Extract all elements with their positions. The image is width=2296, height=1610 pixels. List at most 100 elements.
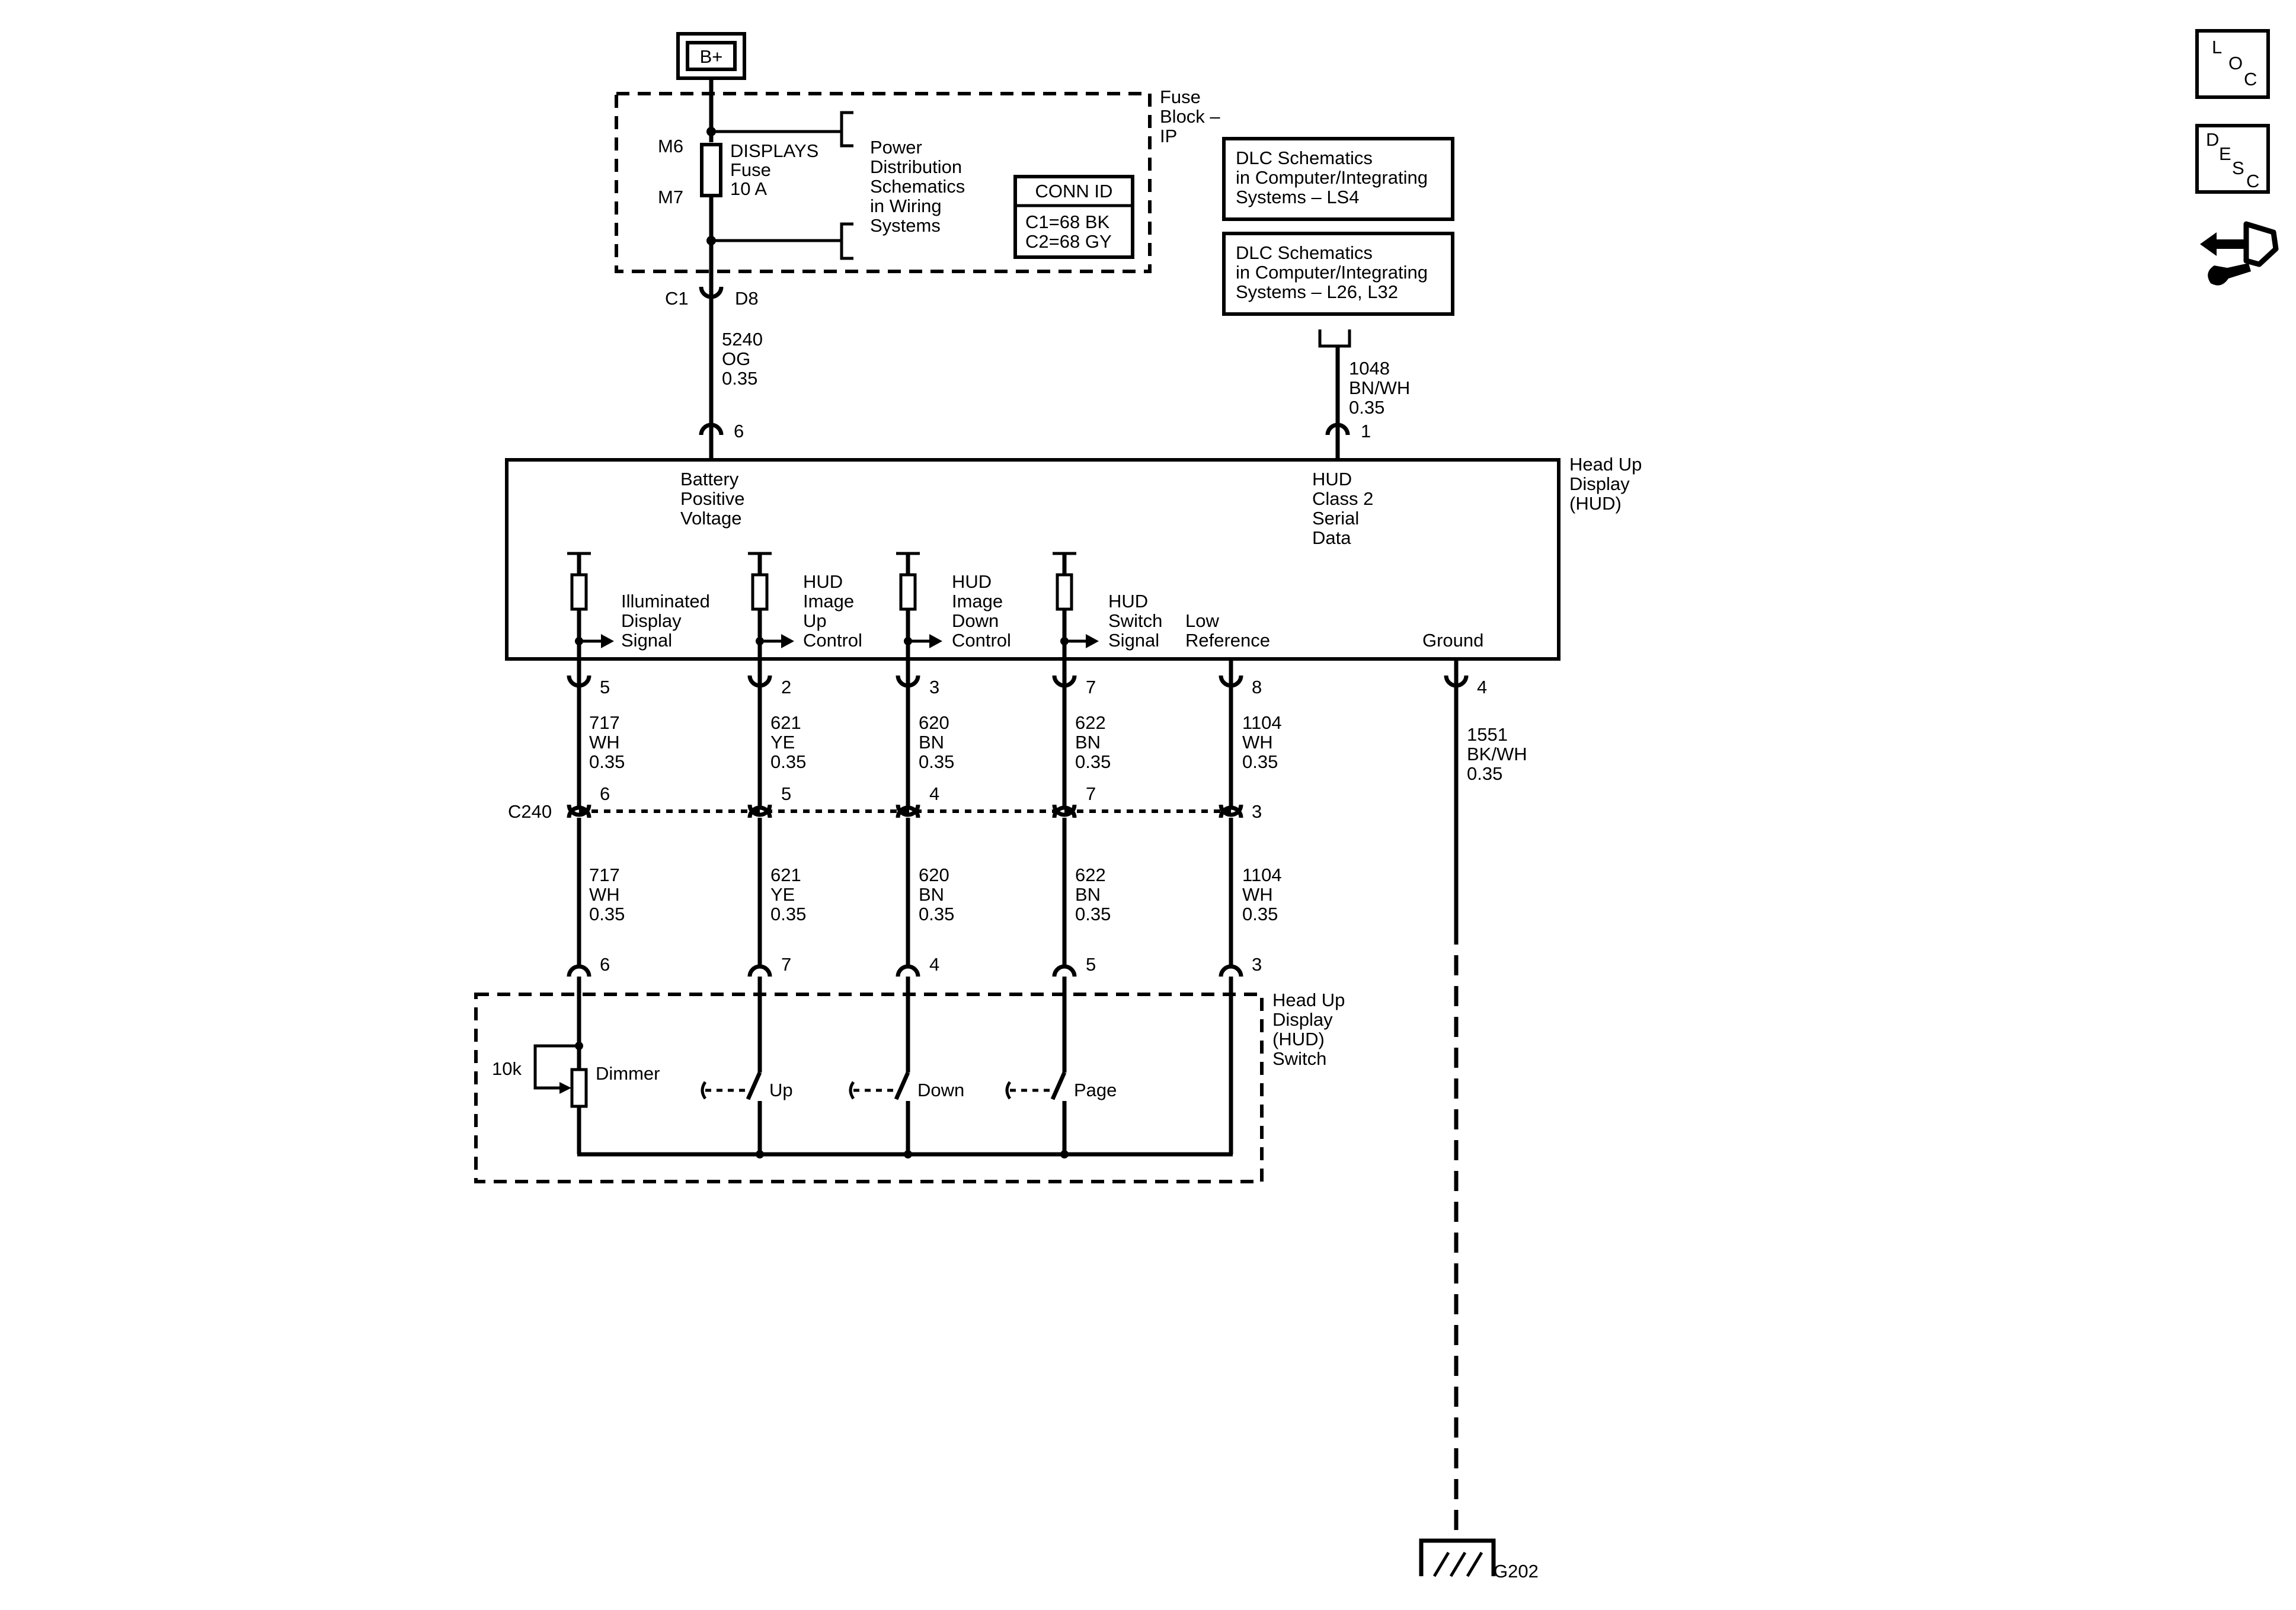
svg-text:HUD Image Down: HUD Image Down Control	[952, 571, 1011, 651]
wires-c240-to-switch	[577, 818, 1233, 966]
svg-text:Dimmer: Dimmer	[596, 1063, 660, 1084]
switch-page: Page	[1005, 1071, 1117, 1154]
switch-down: Down	[849, 1071, 964, 1154]
svg-text:S: S	[2232, 158, 2244, 178]
ground-label: Ground	[1422, 630, 1483, 651]
svg-text:C: C	[2244, 69, 2257, 89]
battery-positive-voltage-label: Battery Positive Voltage	[680, 469, 750, 529]
svg-text:6: 6	[734, 421, 744, 441]
svg-text:M7: M7	[658, 187, 683, 207]
svg-text:HUD Image Up: HUD Image Up Control	[803, 571, 862, 651]
loc-button[interactable]: L O C	[2195, 29, 2270, 99]
svg-text:7: 7	[1086, 783, 1096, 804]
conn-id-box: CONN ID C1=68 BK C2=68 GY	[1013, 175, 1134, 259]
ground-g202-icon	[1419, 1538, 1496, 1577]
svg-text:DLC Schematics in Comput: DLC Schematics in Computer/Integrating S…	[1236, 148, 1433, 207]
dlc-ref-l26-l32: DLC Schematics in Computer/Integrating S…	[1222, 232, 1454, 316]
hud-module: Head Up Display (HUD) Battery Positive V…	[505, 454, 1647, 661]
svg-text:C1=68 BK: C1=68 BK	[1025, 212, 1110, 232]
svg-text:C2=68 GY: C2=68 GY	[1025, 231, 1112, 252]
svg-text:4: 4	[929, 783, 939, 804]
connector-c1-d8: C1 D8	[665, 271, 759, 309]
hud-module-title: Head Up Display (HUD)	[1569, 454, 1647, 514]
svg-text:D: D	[2206, 129, 2219, 150]
svg-text:C: C	[2246, 171, 2259, 191]
switch-connector-pins: 6 7 4 5 3	[567, 954, 1262, 977]
svg-text:3: 3	[1252, 954, 1262, 975]
svg-text:5: 5	[781, 783, 791, 804]
svg-text:B+: B+	[700, 46, 723, 67]
hud-switch-title: Head Up Display (HUD) Switch	[1272, 990, 1350, 1069]
svg-text:10k: 10k	[492, 1058, 522, 1079]
svg-text:G202: G202	[1494, 1561, 1539, 1582]
power-distribution-ref: Power Distribution Schematics in Wiring …	[870, 137, 970, 236]
svg-text:D8: D8	[735, 288, 759, 309]
svg-text:1: 1	[1361, 421, 1371, 441]
switch-up: Up	[701, 1071, 793, 1154]
svg-text:Illuminated Display: Illuminated Display Signal	[621, 591, 715, 651]
dimmer-potentiometer: 10k Dimmer	[492, 1042, 660, 1108]
signal-switch: HUD Switch Signal	[1053, 552, 1168, 659]
svg-text:CONN ID: CONN ID	[1035, 181, 1113, 201]
signal-image-down: HUD Image Down Control	[896, 552, 1011, 659]
class2-serial-data-label: HUD Class 2 Serial Data	[1312, 469, 1379, 548]
svg-text:O: O	[2228, 53, 2243, 73]
battery-positive-source: B+	[676, 32, 746, 80]
svg-text:C1: C1	[665, 288, 689, 309]
hud-bottom-pins: 5 2 3 7 8 4	[567, 659, 1487, 697]
svg-text:E: E	[2219, 143, 2231, 164]
svg-text:M6: M6	[658, 136, 683, 156]
low-reference-label: Low Reference	[1185, 610, 1270, 651]
signal-illuminated-display: Illuminated Display Signal	[567, 552, 715, 659]
wrench-hand-icon[interactable]	[2200, 221, 2279, 286]
svg-text:4: 4	[929, 954, 939, 975]
c240-inline-connector: C240 6 5 4 7 3	[508, 783, 1262, 822]
svg-text:8: 8	[1252, 677, 1262, 697]
dlc-ref-ls4: DLC Schematics in Computer/Integrating S…	[1222, 137, 1454, 221]
svg-text:6: 6	[600, 783, 610, 804]
hud-pin-6-connector: 6	[699, 421, 744, 460]
ground-circuit: 1551 BK/WH 0.35 G202	[1419, 686, 1539, 1582]
displays-fuse	[700, 143, 722, 197]
signal-image-up: HUD Image Up Control	[748, 552, 862, 659]
svg-text:6: 6	[600, 954, 610, 975]
svg-text:HUD Switch Sig: HUD Switch Signal	[1108, 591, 1168, 651]
wire-1048-label: 1048 BN/WH 0.35	[1349, 358, 1415, 418]
svg-text:Page: Page	[1074, 1080, 1117, 1100]
desc-button[interactable]: D E S C	[2195, 124, 2270, 194]
hud-pin-1-connector: 1	[1325, 421, 1371, 460]
svg-text:Down: Down	[917, 1080, 964, 1100]
svg-text:3: 3	[929, 677, 939, 697]
svg-text:L: L	[2212, 37, 2222, 57]
svg-text:C240: C240	[508, 801, 552, 822]
svg-text:3: 3	[1252, 801, 1262, 822]
wire-5240-label: 5240 OG 0.35	[722, 329, 768, 389]
fuse-block-title: Fuse Block – IP	[1160, 87, 1225, 146]
svg-text:7: 7	[781, 954, 791, 975]
svg-text:Up: Up	[769, 1080, 793, 1100]
svg-text:1551 BK/WH 0.35: 1551 BK/WH 0.35	[1467, 724, 1532, 784]
wires-hud-to-c240	[577, 686, 1233, 806]
svg-text:4: 4	[1477, 677, 1487, 697]
svg-text:2: 2	[781, 677, 791, 697]
svg-text:7: 7	[1086, 677, 1096, 697]
svg-text:5: 5	[600, 677, 610, 697]
fuse-label: DISPLAYS Fuse 10 A	[730, 140, 824, 199]
fuse-block-ip: Fuse Block – IP M6 M7 DISPLAYS Fuse 10 A…	[615, 87, 1225, 273]
hud-switch-assembly: Head Up Display (HUD) Switch 10k Dimmer	[474, 977, 1350, 1183]
svg-text:5: 5	[1086, 954, 1096, 975]
svg-text:DLC Schematics in Comput: DLC Schematics in Computer/Integrating S…	[1236, 242, 1433, 302]
